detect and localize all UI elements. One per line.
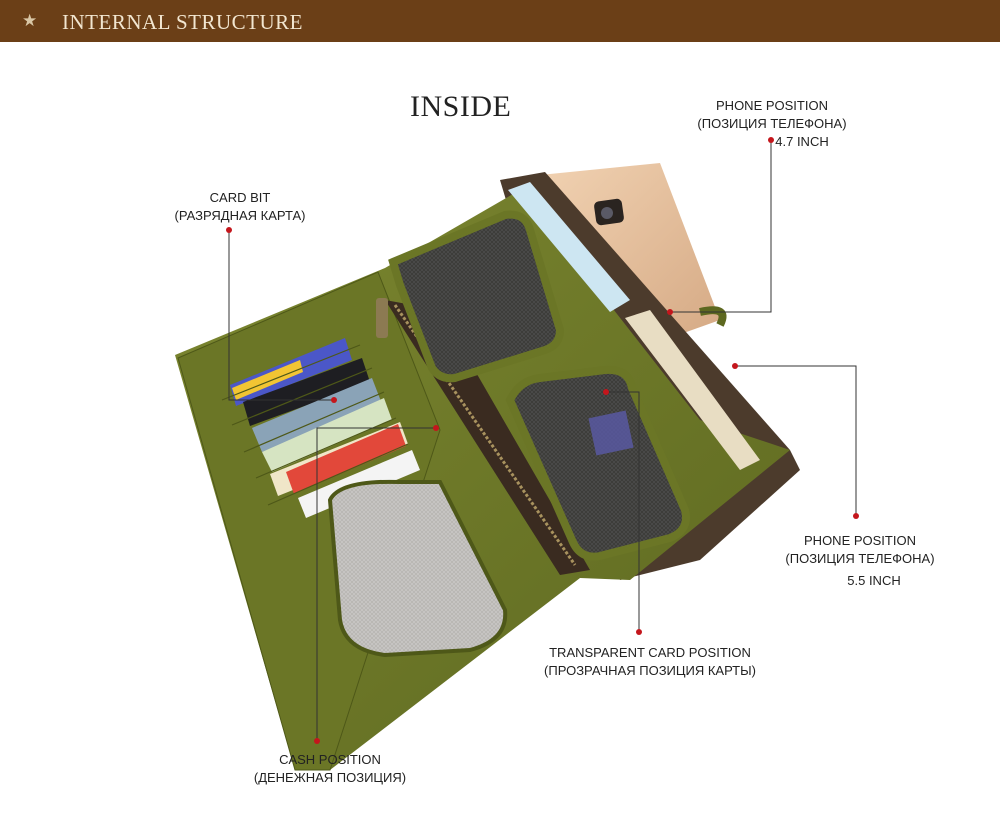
hologram-sticker: [588, 410, 634, 456]
callout-markers: [226, 137, 859, 744]
right-card-slot-2: [625, 310, 760, 470]
callout-card-bit: CARD BIT (РАЗРЯДНАЯ КАРТА): [170, 189, 310, 225]
callout-lines: [228, 140, 857, 741]
callout-title: PHONE POSITION: [804, 533, 916, 548]
page-heading: INSIDE: [410, 90, 512, 123]
callout-title: TRANSPARENT CARD POSITION: [549, 645, 751, 660]
callout-title: PHONE POSITION: [716, 98, 828, 113]
marker-card-bit: [226, 227, 232, 233]
marker-phone-small: [768, 137, 774, 143]
callout-phone-large: PHONE POSITION (ПОЗИЦИЯ ТЕЛЕФОНА) 5.5 IN…: [780, 532, 940, 590]
transparent-card-window: [505, 365, 690, 561]
callout-cash: CASH POSITION (ДЕНЕЖНАЯ ПОЗИЦИЯ): [245, 751, 415, 787]
callout-subtitle: (ПРОЗРАЧНАЯ ПОЗИЦИЯ КАРТЫ): [544, 663, 756, 678]
callout-subtitle: (ПОЗИЦИЯ ТЕЛЕФОНА): [785, 551, 935, 566]
top-mesh-window: [388, 210, 565, 383]
callout-subtitle: (РАЗРЯДНАЯ КАРТА): [174, 208, 306, 223]
marker-cash: [314, 738, 320, 744]
star-icon: ★: [22, 11, 38, 31]
callout-subtitle: (ПОЗИЦИЯ ТЕЛЕФОНА): [697, 116, 847, 131]
marker-phone-large: [853, 513, 859, 519]
callout-size: 5.5 INCH: [847, 573, 901, 588]
marker-transparent: [636, 629, 642, 635]
callout-title: CASH POSITION: [279, 752, 381, 767]
banner-title: INTERNAL STRUCTURE: [62, 10, 303, 34]
section-banner: ★ INTERNAL STRUCTURE: [0, 0, 1000, 42]
callout-title: CARD BIT: [209, 190, 271, 205]
callout-transparent-card: TRANSPARENT CARD POSITION (ПРОЗРАЧНАЯ ПО…: [540, 644, 760, 680]
callout-subtitle: (ДЕНЕЖНАЯ ПОЗИЦИЯ): [253, 770, 407, 785]
callout-size: 4.7 INCH: [775, 134, 829, 149]
callout-phone-small: PHONE POSITION (ПОЗИЦИЯ ТЕЛЕФОНА) 4.7 IN…: [692, 97, 852, 151]
right-card-slot: [508, 182, 630, 312]
phone-image: [540, 163, 720, 345]
cash-window: [327, 479, 508, 658]
